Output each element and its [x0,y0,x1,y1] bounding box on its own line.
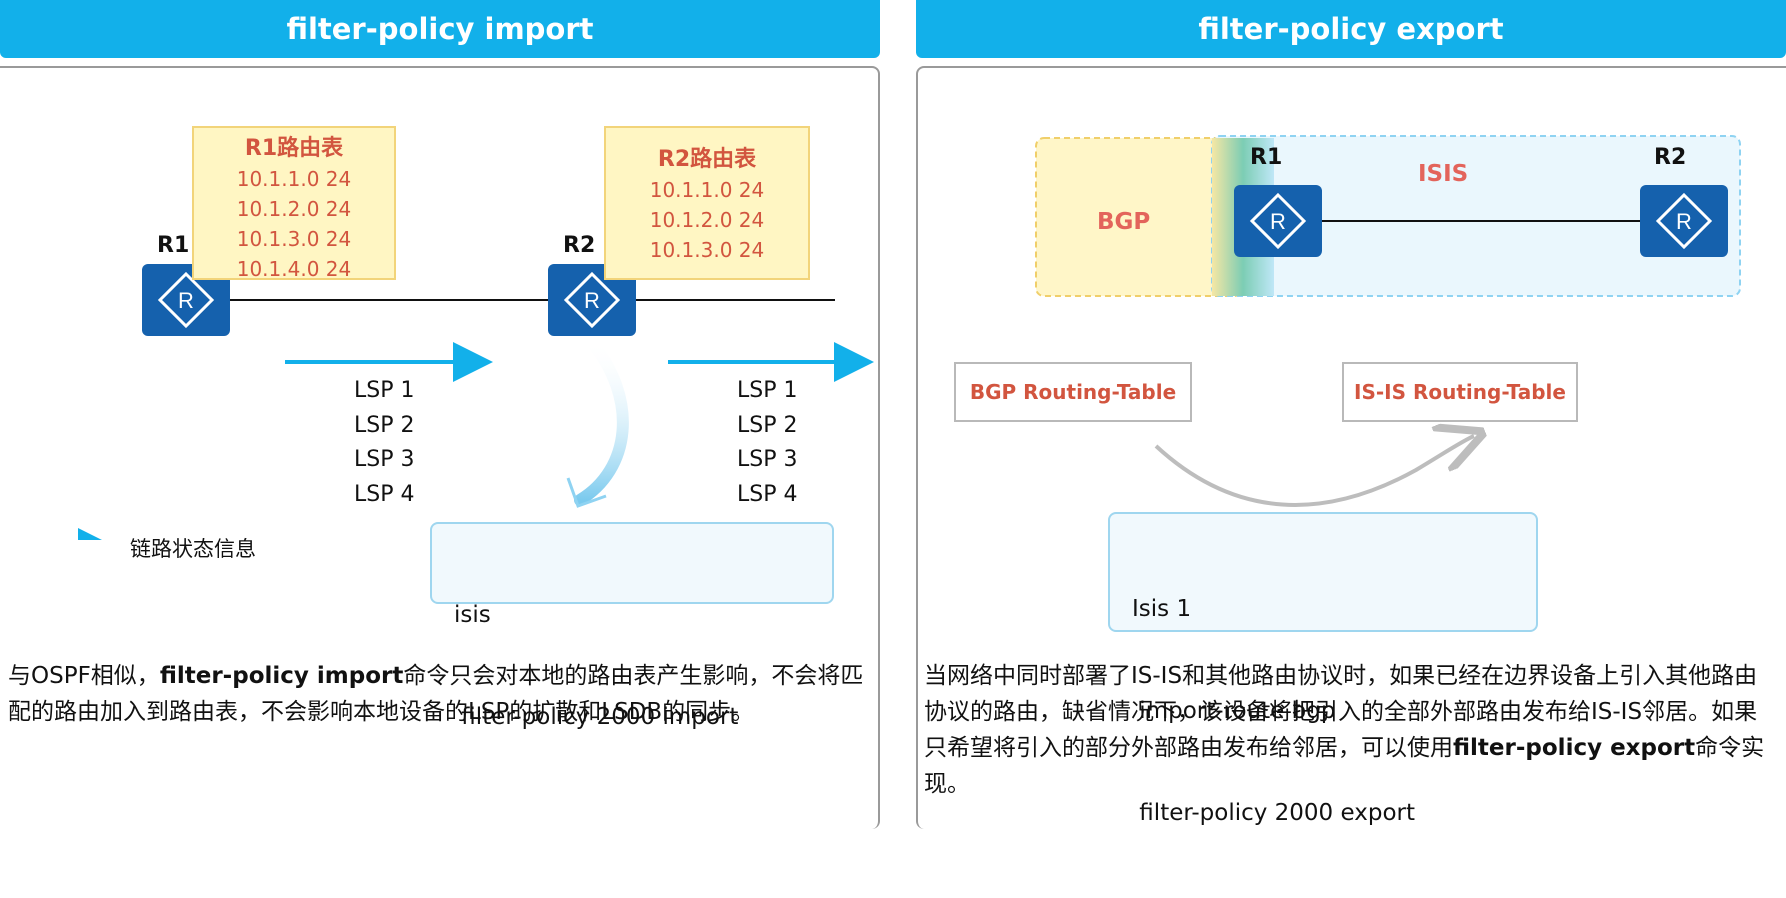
lsp-item: LSP 4 [737,481,798,507]
left-panel-title: filter-policy import [0,0,880,58]
r1-router-icon: R [1234,185,1322,257]
lsp-list-left: LSP 1 LSP 2 LSP 3 LSP 4 [354,374,414,512]
left-panel: filter-policy import R R1 R R2 R1路由表 10.… [0,0,880,829]
svg-text:R: R [1270,209,1286,234]
lsp-list-right: LSP 1 LSP 2 LSP 3 LSP 4 [737,374,797,512]
config-line: isis [454,602,491,628]
r1-route: 10.1.4.0 24 [236,257,352,281]
lsp-item: LSP 2 [354,412,415,438]
r2-routing-table: R2路由表 10.1.1.0 24 10.1.2.0 24 10.1.3.0 2… [604,126,810,280]
r2-route: 10.1.3.0 24 [649,238,765,262]
lsp-item: LSP 3 [737,447,798,472]
r1-routing-table: R1路由表 10.1.1.0 24 10.1.2.0 24 10.1.3.0 2… [192,126,396,281]
right-config-box: Isis 1 import-route bgp filter-policy 20… [1108,512,1538,826]
isis-zone [1211,135,1741,297]
right-panel-title: filter-policy export [916,0,1786,58]
lsp-item: LSP 4 [354,481,415,507]
right-description: 当网络中同时部署了IS-IS和其他路由协议时，如果已经在边界设备上引入其他路由协… [924,663,1765,797]
r2-table-title: R2路由表 [657,147,757,172]
legend-label: 链路状态信息 [130,537,256,561]
r1-table-title: R1路由表 [244,136,344,161]
lsp-to-route-curve [574,334,629,506]
r2-label: R2 [1654,145,1687,170]
lsp-item: LSP 3 [354,447,415,472]
right-panel: filter-policy export BGP ISIS R R1 R R2 … [916,0,1786,829]
bgp-routing-table-box: BGP Routing-Table [954,362,1192,422]
r2-route: 10.1.1.0 24 [649,178,765,202]
isis-zone-label: ISIS [1418,161,1469,187]
r1-route: 10.1.1.0 24 [236,167,352,191]
lsp-item: LSP 1 [737,378,798,403]
r1-label: R1 [157,233,190,258]
right-panel-frame [916,66,1786,829]
config-line: filter-policy 2000 import [454,704,739,730]
import-curve-arrow [1154,436,1474,507]
r1-route: 10.1.3.0 24 [236,227,352,251]
left-diagram-lines [78,299,874,540]
lsp-to-route-arrowhead [566,477,607,508]
r1-label: R1 [1250,145,1283,170]
right-diagram-shapes [1035,135,1741,507]
left-config-box: isis filter-policy 2000 import [430,522,834,730]
svg-text:R: R [584,288,600,313]
r2-router-icon: R [1640,185,1728,257]
bgp-zone-label: BGP [1097,209,1151,235]
r2-route: 10.1.2.0 24 [649,208,765,232]
svg-text:R: R [1676,209,1692,234]
isis-routing-table-box: IS-IS Routing-Table [1342,362,1578,422]
config-line: import-route bgp [1132,698,1336,724]
r1-route: 10.1.2.0 24 [236,197,352,221]
left-panel-frame [0,66,880,829]
svg-text:R: R [178,288,194,313]
r2-label: R2 [563,233,596,258]
lsp-item: LSP 1 [354,378,415,403]
lsp-item: LSP 2 [737,412,798,438]
left-description: 与OSPF相似，filter-policy import命令只会对本地的路由表产… [8,663,864,725]
config-line: Isis 1 [1132,596,1192,622]
